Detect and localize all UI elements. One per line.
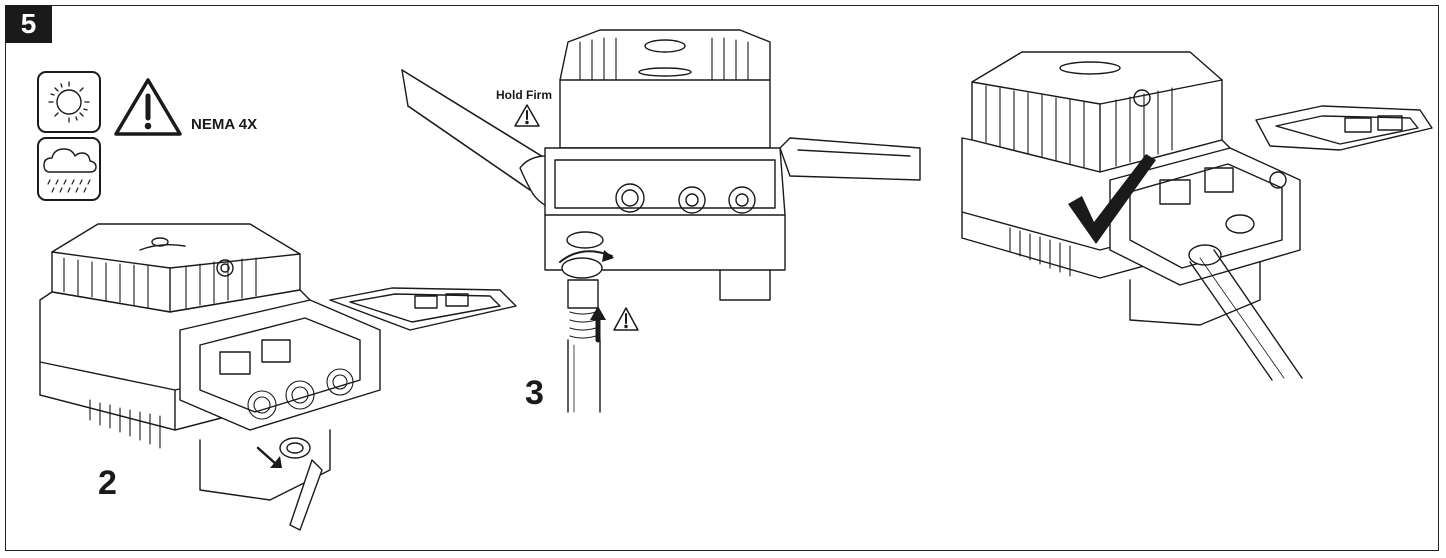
actuator-illustration-step-3 <box>401 29 921 413</box>
warning-icon <box>514 104 540 127</box>
actuator-illustration-step-2 <box>39 223 517 531</box>
sun-icon <box>37 71 101 133</box>
rain-cloud-icon <box>37 137 101 201</box>
checkmark-icon <box>1068 154 1156 244</box>
substep-label-3: 3 <box>525 374 544 412</box>
substep-label-2: 2 <box>98 464 117 502</box>
warning-icon <box>613 307 639 331</box>
hold-firm-label: Hold Firm <box>496 88 552 102</box>
step-number-badge: 5 <box>5 5 52 43</box>
nema-rating-label: NEMA 4X <box>191 116 258 133</box>
figure-frame <box>5 5 1439 551</box>
hex-key-icon <box>289 459 323 531</box>
warning-icon <box>114 78 182 136</box>
actuator-illustration-result <box>961 51 1433 381</box>
